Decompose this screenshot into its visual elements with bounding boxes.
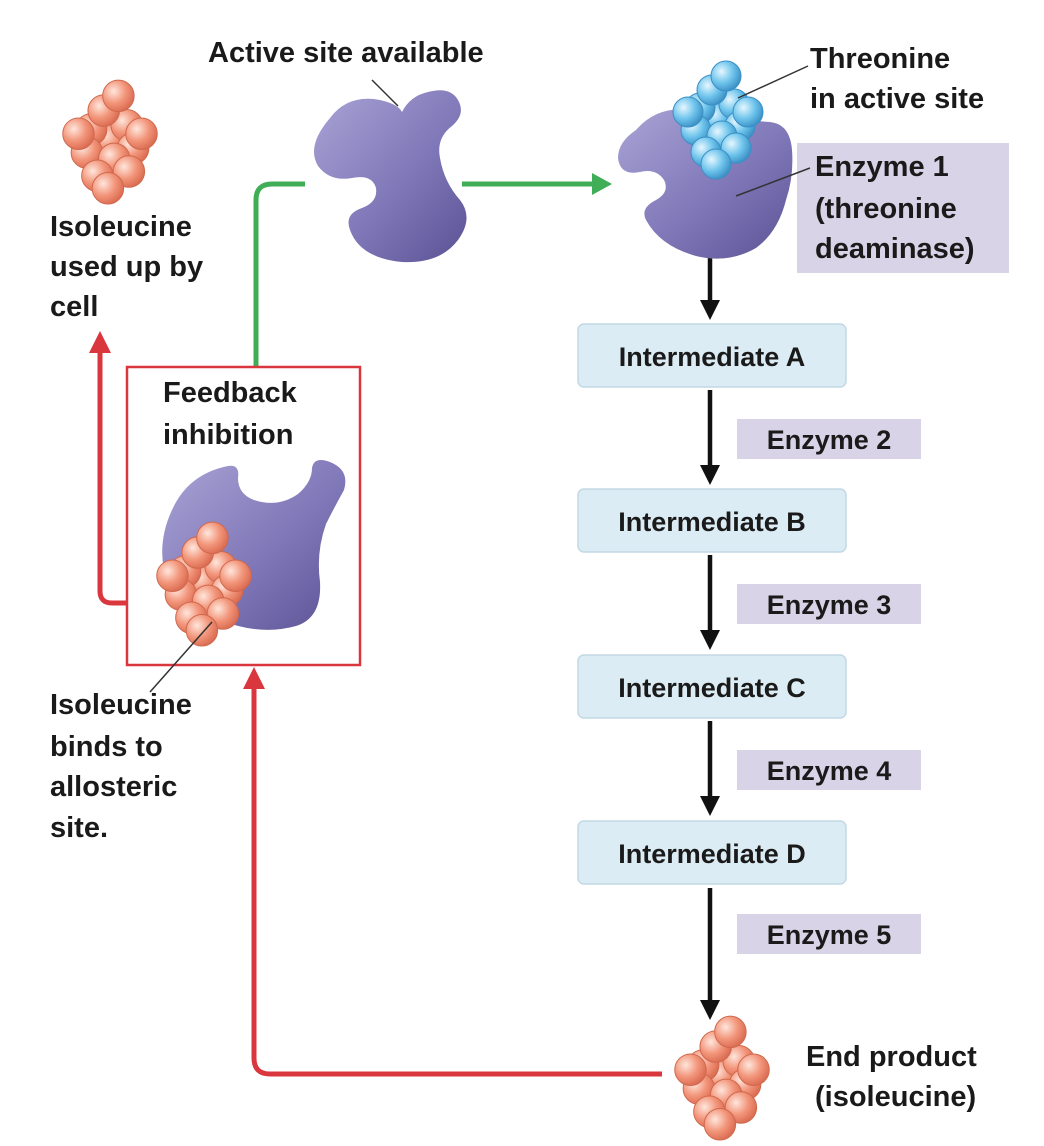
label-isoleucine-used-line3: cell xyxy=(50,291,98,323)
intermediate-box-a xyxy=(577,323,847,388)
label-isoleucine-used-line1: Isoleucine xyxy=(50,211,192,243)
label-binds-line2: binds to xyxy=(50,731,163,763)
label-binds-line4: site. xyxy=(50,812,108,844)
label-binds-line3: allosteric xyxy=(50,771,177,803)
label-end-product-line1: End product xyxy=(806,1041,977,1073)
enzyme2-label-box xyxy=(737,419,921,459)
enzyme-free-shape xyxy=(314,90,467,263)
enzyme3-label-box xyxy=(737,584,921,624)
enzyme2-label: Enzyme 2 xyxy=(767,425,892,455)
intermediate-c-label: Intermediate C xyxy=(618,673,806,703)
label-end-product-line2: (isoleucine) xyxy=(815,1081,976,1113)
red-arrow-used-up xyxy=(97,352,127,606)
enzyme3-label: Enzyme 3 xyxy=(767,590,892,620)
label-enzyme1-line1: Enzyme 1 xyxy=(815,151,949,183)
intermediate-box-d xyxy=(577,820,847,885)
pathway-arrows xyxy=(700,258,720,1020)
label-active-site-available: Active site available xyxy=(208,37,484,69)
green-arrow-head xyxy=(592,173,612,195)
label-feedback-line2: inhibition xyxy=(163,419,293,451)
enzyme1-label-box xyxy=(797,143,1009,273)
label-binds-line1: Isoleucine xyxy=(50,689,192,721)
intermediate-box-b xyxy=(577,488,847,553)
green-arrow-path xyxy=(253,181,595,368)
label-enzyme1-line2: (threonine xyxy=(815,193,957,225)
threonine-pointer-line xyxy=(737,65,809,99)
label-feedback-line1: Feedback xyxy=(163,377,298,409)
isoleucine-molecule-bound xyxy=(156,521,252,647)
red-arrow-feedback-head xyxy=(243,667,265,689)
intermediate-box-c xyxy=(577,654,847,719)
allosteric-pointer-line xyxy=(149,621,213,693)
label-threonine-line1: Threonine xyxy=(810,43,950,75)
label-isoleucine-used-line2: used up by xyxy=(50,251,203,283)
enzyme4-label-box xyxy=(737,750,921,790)
active-site-pointer-line xyxy=(371,79,399,107)
enzyme5-label-box xyxy=(737,914,921,954)
intermediate-d-label: Intermediate D xyxy=(618,839,806,869)
red-arrow-feedback xyxy=(251,688,662,1077)
intermediate-a-label: Intermediate A xyxy=(619,342,806,372)
threonine-molecule xyxy=(672,60,764,180)
label-enzyme1-line3: deaminase) xyxy=(815,233,975,265)
red-arrow-used-up-head xyxy=(89,331,111,353)
isoleucine-molecule-end-product xyxy=(674,1015,770,1141)
enzyme4-label: Enzyme 4 xyxy=(767,756,892,786)
enzyme1-pointer-line xyxy=(735,167,811,197)
label-threonine-line2: in active site xyxy=(810,83,984,115)
enzyme5-label: Enzyme 5 xyxy=(767,920,892,950)
intermediate-b-label: Intermediate B xyxy=(618,507,806,537)
isoleucine-molecule-topleft xyxy=(62,79,158,205)
